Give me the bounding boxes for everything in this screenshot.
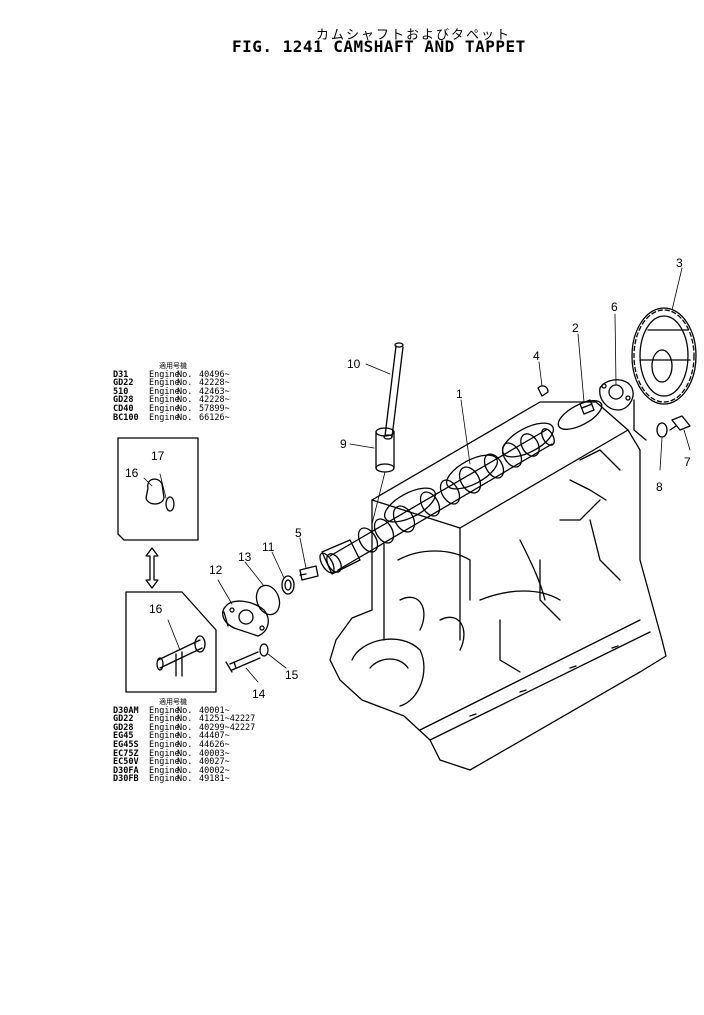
callout-13: 13 (238, 550, 252, 564)
spring-washer (259, 643, 269, 657)
callout-1: 1 (456, 387, 463, 401)
engine-block (329, 400, 667, 771)
callout-12: 12 (209, 563, 223, 577)
camshaft (319, 428, 555, 575)
bushing (281, 575, 295, 595)
o-ring (255, 584, 281, 616)
gear-bolt (656, 415, 691, 438)
callout-3: 3 (676, 256, 683, 270)
inset-box-top (117, 437, 199, 541)
table-header: 適用号機 (159, 362, 187, 370)
figure-title-japanese: カムシャフトおよびタペット (316, 28, 512, 43)
woodruff-key (537, 385, 549, 397)
callout-16-top: 16 (125, 466, 139, 480)
figure-number: FIG. 1241 (232, 37, 324, 56)
callout-17: 17 (151, 449, 165, 463)
push-rod (383, 342, 404, 440)
callout-2: 2 (572, 321, 579, 335)
leader-lines (217, 267, 691, 683)
thrust-plate (599, 379, 647, 441)
figure-title: FIG. 1241 CAMSHAFT AND TAPPET (232, 37, 536, 56)
figure-title-english: CAMSHAFT AND TAPPET (333, 37, 526, 56)
inset-box-bottom (125, 591, 217, 693)
callout-11: 11 (262, 540, 275, 554)
callout-7: 7 (684, 455, 691, 469)
callout-6: 6 (611, 300, 618, 314)
cover-plate (222, 600, 269, 637)
cover-bolt (225, 651, 261, 673)
camshaft-gear (631, 307, 697, 405)
callout-15: 15 (285, 668, 299, 682)
callout-14: 14 (252, 687, 266, 701)
callout-9: 9 (340, 437, 347, 451)
callout-16-bottom: 16 (149, 602, 163, 616)
callout-4: 4 (533, 349, 540, 363)
callout-8: 8 (656, 480, 663, 494)
pin (299, 565, 319, 581)
tappet (371, 427, 395, 525)
callout-5: 5 (295, 526, 302, 540)
callout-10: 10 (347, 357, 361, 371)
table-header: 適用号機 (159, 698, 187, 706)
plug (579, 399, 595, 415)
double-arrow (145, 547, 159, 589)
